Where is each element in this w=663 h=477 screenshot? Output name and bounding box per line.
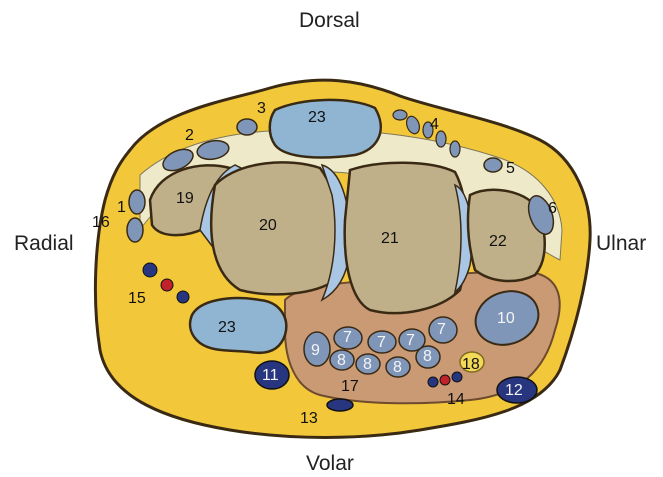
label-19: 19 bbox=[176, 190, 194, 207]
label-8b: 8 bbox=[363, 356, 372, 373]
label-21: 21 bbox=[381, 230, 399, 247]
vessel-15-vein-a bbox=[143, 263, 157, 277]
label-11: 11 bbox=[262, 367, 279, 384]
label-7d: 7 bbox=[437, 321, 446, 338]
label-2: 2 bbox=[185, 127, 194, 144]
vessel-15-artery bbox=[161, 279, 173, 291]
label-3: 3 bbox=[257, 100, 266, 117]
label-1: 1 bbox=[117, 199, 126, 216]
label-18: 18 bbox=[462, 356, 480, 373]
label-7a: 7 bbox=[343, 329, 352, 346]
label-13: 13 bbox=[300, 410, 318, 427]
label-20: 20 bbox=[259, 217, 277, 234]
label-15: 15 bbox=[128, 290, 146, 307]
label-6: 6 bbox=[548, 200, 557, 217]
label-22: 22 bbox=[489, 233, 507, 250]
vessel-14-vein-a bbox=[428, 377, 438, 387]
label-8a: 8 bbox=[337, 352, 346, 369]
bone-21-capitate bbox=[345, 163, 467, 313]
tendon-4a bbox=[393, 110, 407, 120]
vessel-13 bbox=[327, 399, 353, 411]
label-17: 17 bbox=[341, 378, 359, 395]
label-7c: 7 bbox=[406, 332, 415, 349]
label-10: 10 bbox=[497, 310, 515, 327]
tendon-5 bbox=[484, 158, 502, 172]
label-23b: 23 bbox=[218, 319, 236, 336]
label-23a: 23 bbox=[308, 109, 326, 126]
vessel-14-artery bbox=[440, 375, 450, 385]
synovial-23-volar bbox=[190, 298, 286, 353]
label-4: 4 bbox=[430, 116, 439, 133]
tendon-4d bbox=[436, 131, 446, 147]
label-16: 16 bbox=[92, 214, 110, 231]
label-14: 14 bbox=[447, 391, 465, 408]
label-8d: 8 bbox=[423, 348, 432, 365]
tendon-4e bbox=[450, 141, 460, 157]
vessel-15-vein-b bbox=[177, 291, 189, 303]
label-7b: 7 bbox=[377, 334, 386, 351]
label-12: 12 bbox=[505, 382, 523, 399]
tendon-3 bbox=[237, 119, 257, 135]
label-9: 9 bbox=[311, 342, 320, 359]
tendon-1b bbox=[127, 218, 143, 242]
label-8c: 8 bbox=[393, 359, 402, 376]
tendon-1a bbox=[129, 190, 145, 214]
vessel-14-vein-b bbox=[452, 372, 462, 382]
label-5: 5 bbox=[506, 160, 515, 177]
